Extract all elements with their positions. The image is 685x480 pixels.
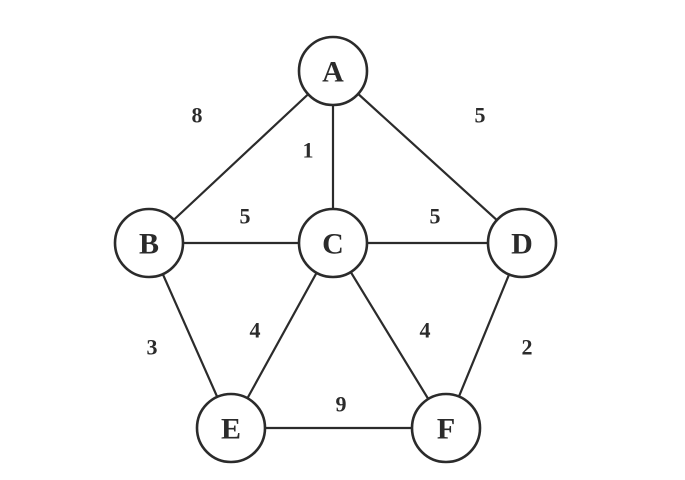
node-label-C: C — [322, 228, 344, 261]
node-A — [297, 35, 369, 107]
edge-A-D — [332, 70, 523, 244]
edge-weight-B-E: 3 — [147, 335, 158, 360]
node-B — [113, 207, 185, 279]
node-C — [297, 207, 369, 279]
edge-weight-C-E: 4 — [250, 318, 261, 343]
edge-weight-D-F: 2 — [522, 335, 533, 360]
node-E — [195, 392, 267, 464]
edge-C-F — [332, 242, 447, 429]
edge-A-B — [148, 70, 334, 244]
edge-weight-E-F: 9 — [336, 392, 347, 417]
edge-weight-C-F: 4 — [420, 318, 431, 343]
node-label-A: A — [322, 56, 344, 89]
node-label-E: E — [221, 413, 241, 446]
node-label-D: D — [511, 228, 533, 261]
edge-weight-A-C: 1 — [303, 138, 314, 163]
edge-weight-B-C: 5 — [240, 204, 251, 229]
node-F — [410, 392, 482, 464]
edge-weight-C-D: 5 — [430, 204, 441, 229]
node-label-B: B — [139, 228, 159, 261]
node-D — [486, 207, 558, 279]
edge-weight-A-D: 5 — [475, 103, 486, 128]
edge-weight-A-B: 8 — [192, 103, 203, 128]
node-label-F: F — [437, 413, 455, 446]
